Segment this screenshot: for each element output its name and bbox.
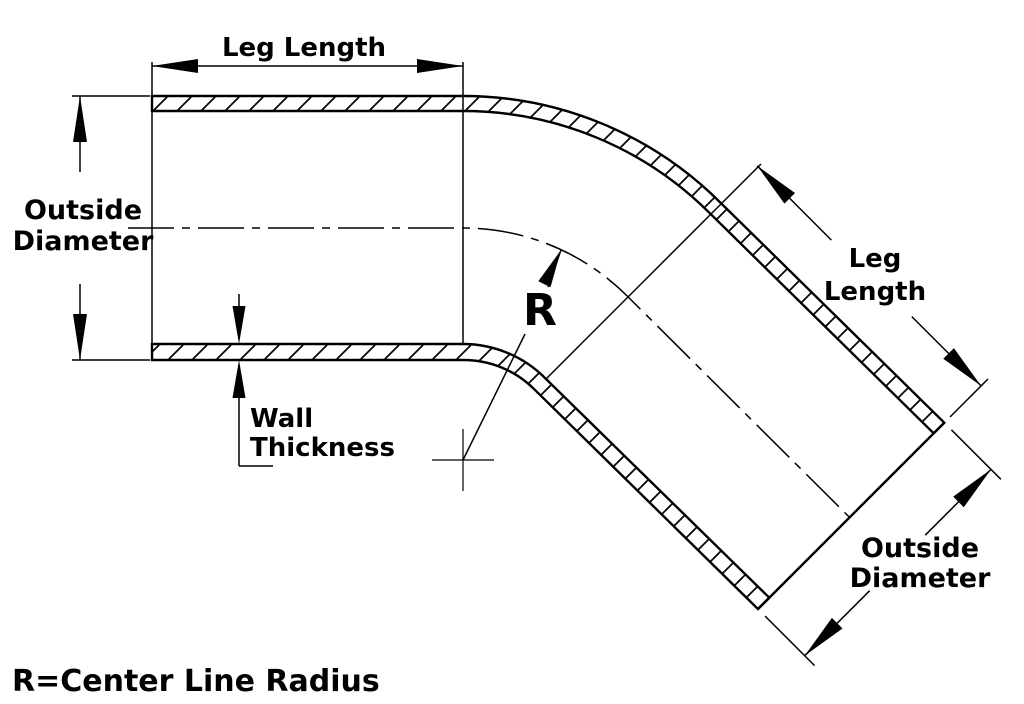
od-left-label-line2: Diameter xyxy=(13,226,155,257)
arrowhead-down-icon xyxy=(232,306,246,344)
extension-line-bend-end xyxy=(545,163,762,380)
dimension-leg-length-top: Leg Length xyxy=(152,33,464,344)
dimension-outside-diameter-left: Outside Diameter xyxy=(13,95,155,361)
dimension-leg-length-right: Leg Length xyxy=(545,163,989,418)
arrowhead-downright-icon xyxy=(943,348,982,386)
wall-thickness-label-line2: Thickness xyxy=(250,433,395,463)
od-right-label-line1: Outside xyxy=(861,533,979,564)
dimension-outside-diameter-right: Outside Diameter xyxy=(764,429,1002,667)
od-left-label-line1: Outside xyxy=(24,195,142,226)
extension-line-inner-corner xyxy=(764,615,816,667)
od-right-label-line2: Diameter xyxy=(850,563,992,594)
arrowhead-upright-icon xyxy=(953,469,991,508)
arrowhead-downleft-icon xyxy=(804,617,843,656)
tube-bottom-wall xyxy=(150,342,772,611)
tube-body xyxy=(150,62,947,611)
dimension-wall-thickness: Wall Thickness xyxy=(232,294,395,467)
radius-symbol-label: R xyxy=(523,285,557,336)
tube-open-end-edge xyxy=(757,421,946,610)
arrowhead-upleft-icon xyxy=(757,165,795,204)
radius-callout: R xyxy=(432,249,562,491)
arrowhead-up-icon xyxy=(73,96,87,142)
arrowhead-right-icon xyxy=(417,59,463,73)
tube-centerline xyxy=(128,227,852,519)
extension-line-open-end xyxy=(949,378,989,418)
wall-thickness-label-line1: Wall xyxy=(250,404,313,434)
arrowhead-left-icon xyxy=(152,59,198,73)
extension-line-outer-corner xyxy=(950,429,1002,480)
arrowhead-down-icon xyxy=(73,314,87,360)
leg-length-top-label: Leg Length xyxy=(222,33,386,63)
radius-leader-lower xyxy=(462,333,526,461)
leg-length-right-label-line1: Leg xyxy=(849,244,902,274)
arrowhead-up-icon xyxy=(232,360,246,398)
radius-definition-note: R=Center Line Radius xyxy=(12,664,380,699)
leg-length-right-label-line2: Length xyxy=(824,277,926,307)
arrowhead-radius-icon xyxy=(538,250,561,288)
